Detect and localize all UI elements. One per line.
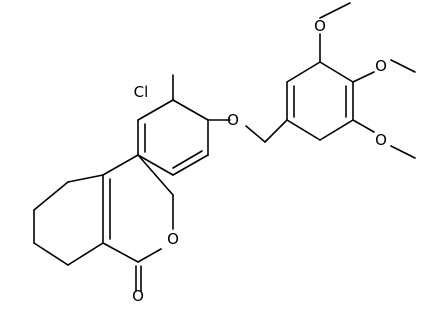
bond xyxy=(172,154,209,176)
bond xyxy=(137,154,174,196)
benzene-ring xyxy=(137,74,231,196)
ring-oxygen-label: O xyxy=(167,230,179,248)
bond xyxy=(67,242,104,266)
bond xyxy=(245,125,266,143)
cyclohexene-ring xyxy=(33,174,104,266)
methoxy-oxygen-bottom-label: O xyxy=(375,131,387,149)
bond xyxy=(352,119,375,133)
chlorine-label: Cl xyxy=(134,83,149,101)
bond xyxy=(102,242,139,263)
bond xyxy=(172,150,203,169)
bond xyxy=(137,154,174,176)
bond xyxy=(172,99,209,121)
bond xyxy=(137,99,174,121)
bond xyxy=(352,71,375,83)
bond xyxy=(264,119,288,143)
atom-labels: Cl O O O O O O xyxy=(132,17,387,305)
bond xyxy=(319,119,354,141)
bond xyxy=(390,145,416,159)
bond xyxy=(67,174,104,183)
bond xyxy=(319,61,354,83)
bond xyxy=(319,2,351,19)
bond xyxy=(33,181,69,211)
trimethoxyphenyl-ring xyxy=(286,2,416,159)
methoxy-oxygen-middle-label: O xyxy=(375,57,387,75)
bond xyxy=(286,119,321,141)
bond xyxy=(286,61,321,83)
methoxy-oxygen-top-label: O xyxy=(314,17,326,35)
carbonyl-oxygen-label: O xyxy=(132,287,144,305)
bond xyxy=(137,248,162,263)
pyranone-ring xyxy=(102,154,174,292)
bond xyxy=(390,59,416,73)
ether-oxygen-label: O xyxy=(227,111,239,129)
bond xyxy=(102,154,139,176)
bond xyxy=(33,242,69,266)
benzyl-linker xyxy=(245,119,288,143)
